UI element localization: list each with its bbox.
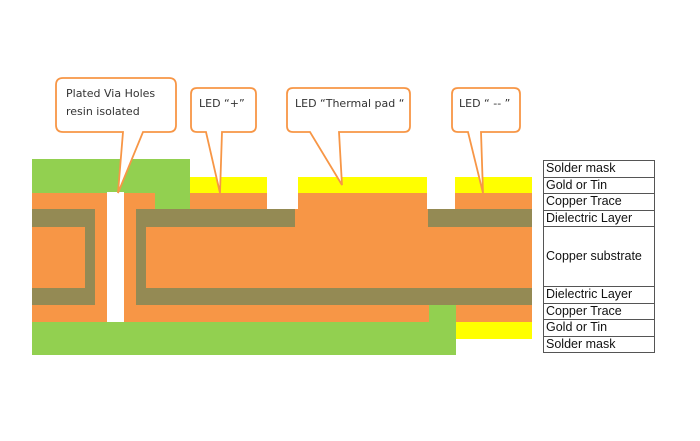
dielectric-top-middle	[136, 209, 295, 227]
bottom-solder-mask	[32, 322, 456, 355]
callout-via-line-2: resin isolated	[66, 105, 140, 118]
top-solder-mask	[32, 159, 190, 193]
callout-thermal: LED “Thermal pad “	[286, 87, 411, 186]
dielectric-top-right	[428, 209, 532, 227]
bottom-solder-mask-step	[429, 305, 456, 322]
legend-dielectric-top: Dielectric Layer	[543, 209, 655, 227]
callout-led-minus-text: LED “ -- ”	[459, 97, 510, 110]
gold-pad-led-minus	[455, 177, 532, 193]
callout-thermal-text: LED “Thermal pad “	[295, 97, 404, 110]
callout-via-line-1: Plated Via Holes	[66, 87, 155, 100]
legend-copper-substrate: Copper substrate	[543, 226, 655, 287]
top-solder-mask-step	[155, 193, 190, 209]
bottom-copper-trace-left	[32, 305, 107, 322]
legend-solder-mask-top: Solder mask	[543, 160, 655, 178]
bottom-copper-trace	[124, 305, 429, 322]
legend-solder-mask-bottom: Solder mask	[543, 335, 655, 353]
callout-led-minus: LED “ -- ”	[451, 87, 521, 194]
legend-copper-trace-top: Copper Trace	[543, 193, 655, 211]
dielectric-left-side	[85, 209, 95, 305]
callout-via: Plated Via Holes resin isolated	[55, 77, 177, 194]
dielectric-via-side	[136, 209, 146, 305]
dielectric-bottom	[136, 288, 532, 305]
plated-via-hole	[107, 192, 124, 322]
bottom-copper-trace-right	[456, 305, 532, 322]
top-copper-trace-led-minus	[455, 193, 532, 209]
callout-led-plus-text: LED “+”	[199, 97, 245, 110]
legend-gold-tin-bottom: Gold or Tin	[543, 319, 655, 337]
top-copper-trace-left	[32, 193, 155, 209]
dielectric-top-left	[32, 209, 95, 227]
legend-copper-trace-bottom: Copper Trace	[543, 302, 655, 320]
top-copper-trace-led-plus	[190, 193, 267, 209]
layer-legend: Solder mask Gold or Tin Copper Trace Die…	[543, 160, 655, 353]
bottom-gold-tin	[456, 322, 532, 339]
callout-led-plus: LED “+”	[190, 87, 257, 194]
gold-pad-led-plus	[190, 177, 267, 193]
legend-gold-tin-top: Gold or Tin	[543, 176, 655, 194]
gold-pad-thermal	[298, 177, 427, 193]
legend-dielectric-bottom: Dielectric Layer	[543, 286, 655, 304]
dielectric-bottom-left	[32, 288, 95, 305]
